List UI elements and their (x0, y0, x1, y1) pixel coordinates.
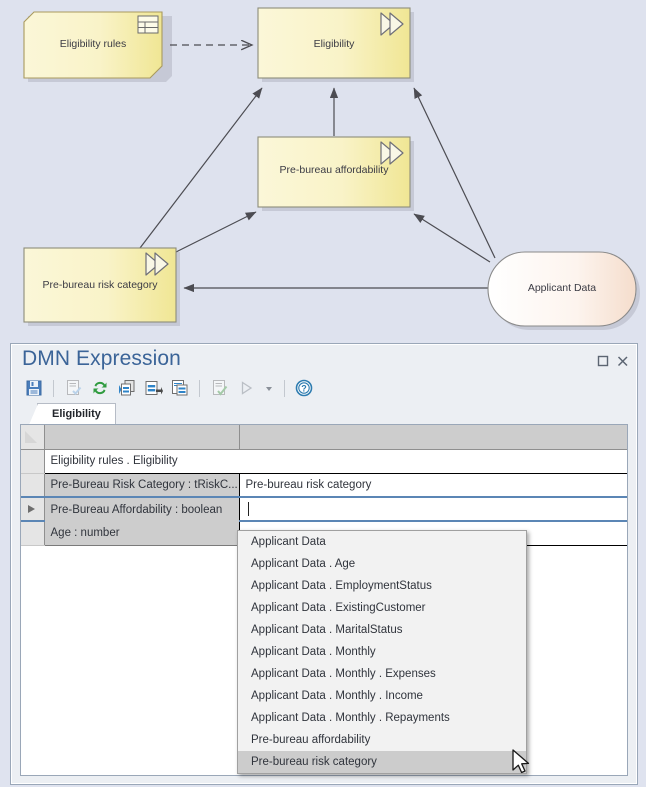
window-title-bar[interactable]: DMN Expression (11, 344, 637, 378)
decision-chevron-icon (380, 141, 404, 165)
row-pointer-icon (28, 505, 35, 513)
node-applicant-data[interactable] (487, 251, 637, 327)
connector-applicant-to-eligibility (413, 87, 496, 259)
decision-table-icon (137, 15, 159, 34)
filler-cell (21, 545, 45, 770)
run-icon[interactable] (236, 378, 256, 398)
run-dropdown-icon[interactable] (263, 378, 275, 398)
toolbar: ? (11, 378, 637, 403)
close-icon (617, 356, 628, 367)
maximize-icon (597, 355, 609, 367)
dropdown-item[interactable]: Applicant Data (251, 536, 326, 548)
tab-strip: Eligibility (24, 403, 637, 425)
diagram-svg (23, 7, 640, 330)
tab-eligibility[interactable]: Eligibility (29, 403, 116, 425)
connector-risk-to-eligibility (139, 87, 263, 249)
validate-icon[interactable] (210, 378, 230, 398)
move-icon[interactable] (143, 378, 164, 398)
node-pre-bureau-risk-category[interactable] (23, 247, 177, 323)
refresh-icon[interactable] (90, 378, 110, 398)
row-selector[interactable] (21, 521, 45, 546)
window-title: DMN Expression (22, 347, 181, 370)
text-caret (247, 502, 249, 516)
table-row[interactable]: Eligibility rules . Eligibility (21, 449, 627, 474)
help-icon[interactable]: ? (294, 378, 314, 398)
node-pre-bureau-affordability[interactable] (257, 136, 411, 208)
dropdown-item[interactable]: Applicant Data . MaritalStatus (251, 624, 403, 636)
toolbar-separator (283, 379, 285, 397)
connector-risk-to-afford (175, 211, 257, 253)
row-parameter-name[interactable]: Pre-Bureau Risk Category : tRiskC... (44, 473, 240, 498)
dropdown-item[interactable]: Pre-bureau risk category (238, 751, 526, 773)
maximize-button[interactable] (595, 353, 611, 369)
column-header-name[interactable] (44, 425, 240, 450)
dropdown-item[interactable]: Pre-bureau affordability (251, 734, 371, 746)
close-button[interactable] (615, 353, 631, 369)
dropdown-item[interactable]: Applicant Data . Monthly . Income (251, 690, 423, 702)
row-selector[interactable] (21, 473, 45, 498)
row-expression-title[interactable]: Eligibility rules . Eligibility (44, 449, 627, 474)
table-row-selected[interactable]: Pre-Bureau Affordability : boolean (21, 496, 627, 522)
connector-applicant-to-afford (413, 213, 491, 263)
table-header-row (21, 425, 627, 450)
row-parameter-name[interactable]: Pre-Bureau Affordability : boolean (44, 496, 240, 521)
row-selector-active[interactable] (21, 496, 45, 522)
dropdown-item[interactable]: Applicant Data . Monthly . Expenses (251, 668, 436, 680)
row-selector[interactable] (21, 449, 45, 474)
node-eligibility[interactable] (257, 7, 411, 79)
toolbar-separator (53, 379, 55, 397)
save-icon[interactable] (24, 378, 44, 398)
table-row[interactable]: Pre-Bureau Risk Category : tRiskC... Pre… (21, 473, 627, 498)
dropdown-item[interactable]: Applicant Data . Monthly (251, 646, 376, 658)
dropdown-item[interactable]: Applicant Data . Age (251, 558, 356, 570)
corner-triangle-icon (25, 431, 37, 443)
toolbar-separator (199, 379, 201, 397)
new-expression-icon[interactable] (64, 378, 84, 398)
row-parameter-name[interactable]: Age : number (44, 521, 240, 546)
grid-corner-cell[interactable] (21, 425, 45, 450)
row-parameter-value-editing[interactable] (239, 496, 627, 522)
dmn-diagram-canvas[interactable]: Eligibility rules Eligibility Pre-bureau… (0, 0, 646, 340)
node-eligibility-rules[interactable] (23, 11, 163, 79)
decision-chevron-icon (145, 252, 169, 276)
dropdown-item[interactable]: Applicant Data . ExistingCustomer (251, 602, 426, 614)
svg-text:?: ? (302, 384, 308, 394)
duplicate-icon[interactable] (170, 378, 190, 398)
copy-icon[interactable] (117, 378, 137, 398)
dropdown-item[interactable]: Applicant Data . Monthly . Repayments (251, 712, 450, 724)
dropdown-item[interactable]: Applicant Data . EmploymentStatus (251, 580, 432, 592)
row-parameter-value[interactable]: Pre-bureau risk category (239, 473, 627, 498)
column-header-value[interactable] (239, 425, 627, 450)
decision-chevron-icon (380, 12, 404, 36)
